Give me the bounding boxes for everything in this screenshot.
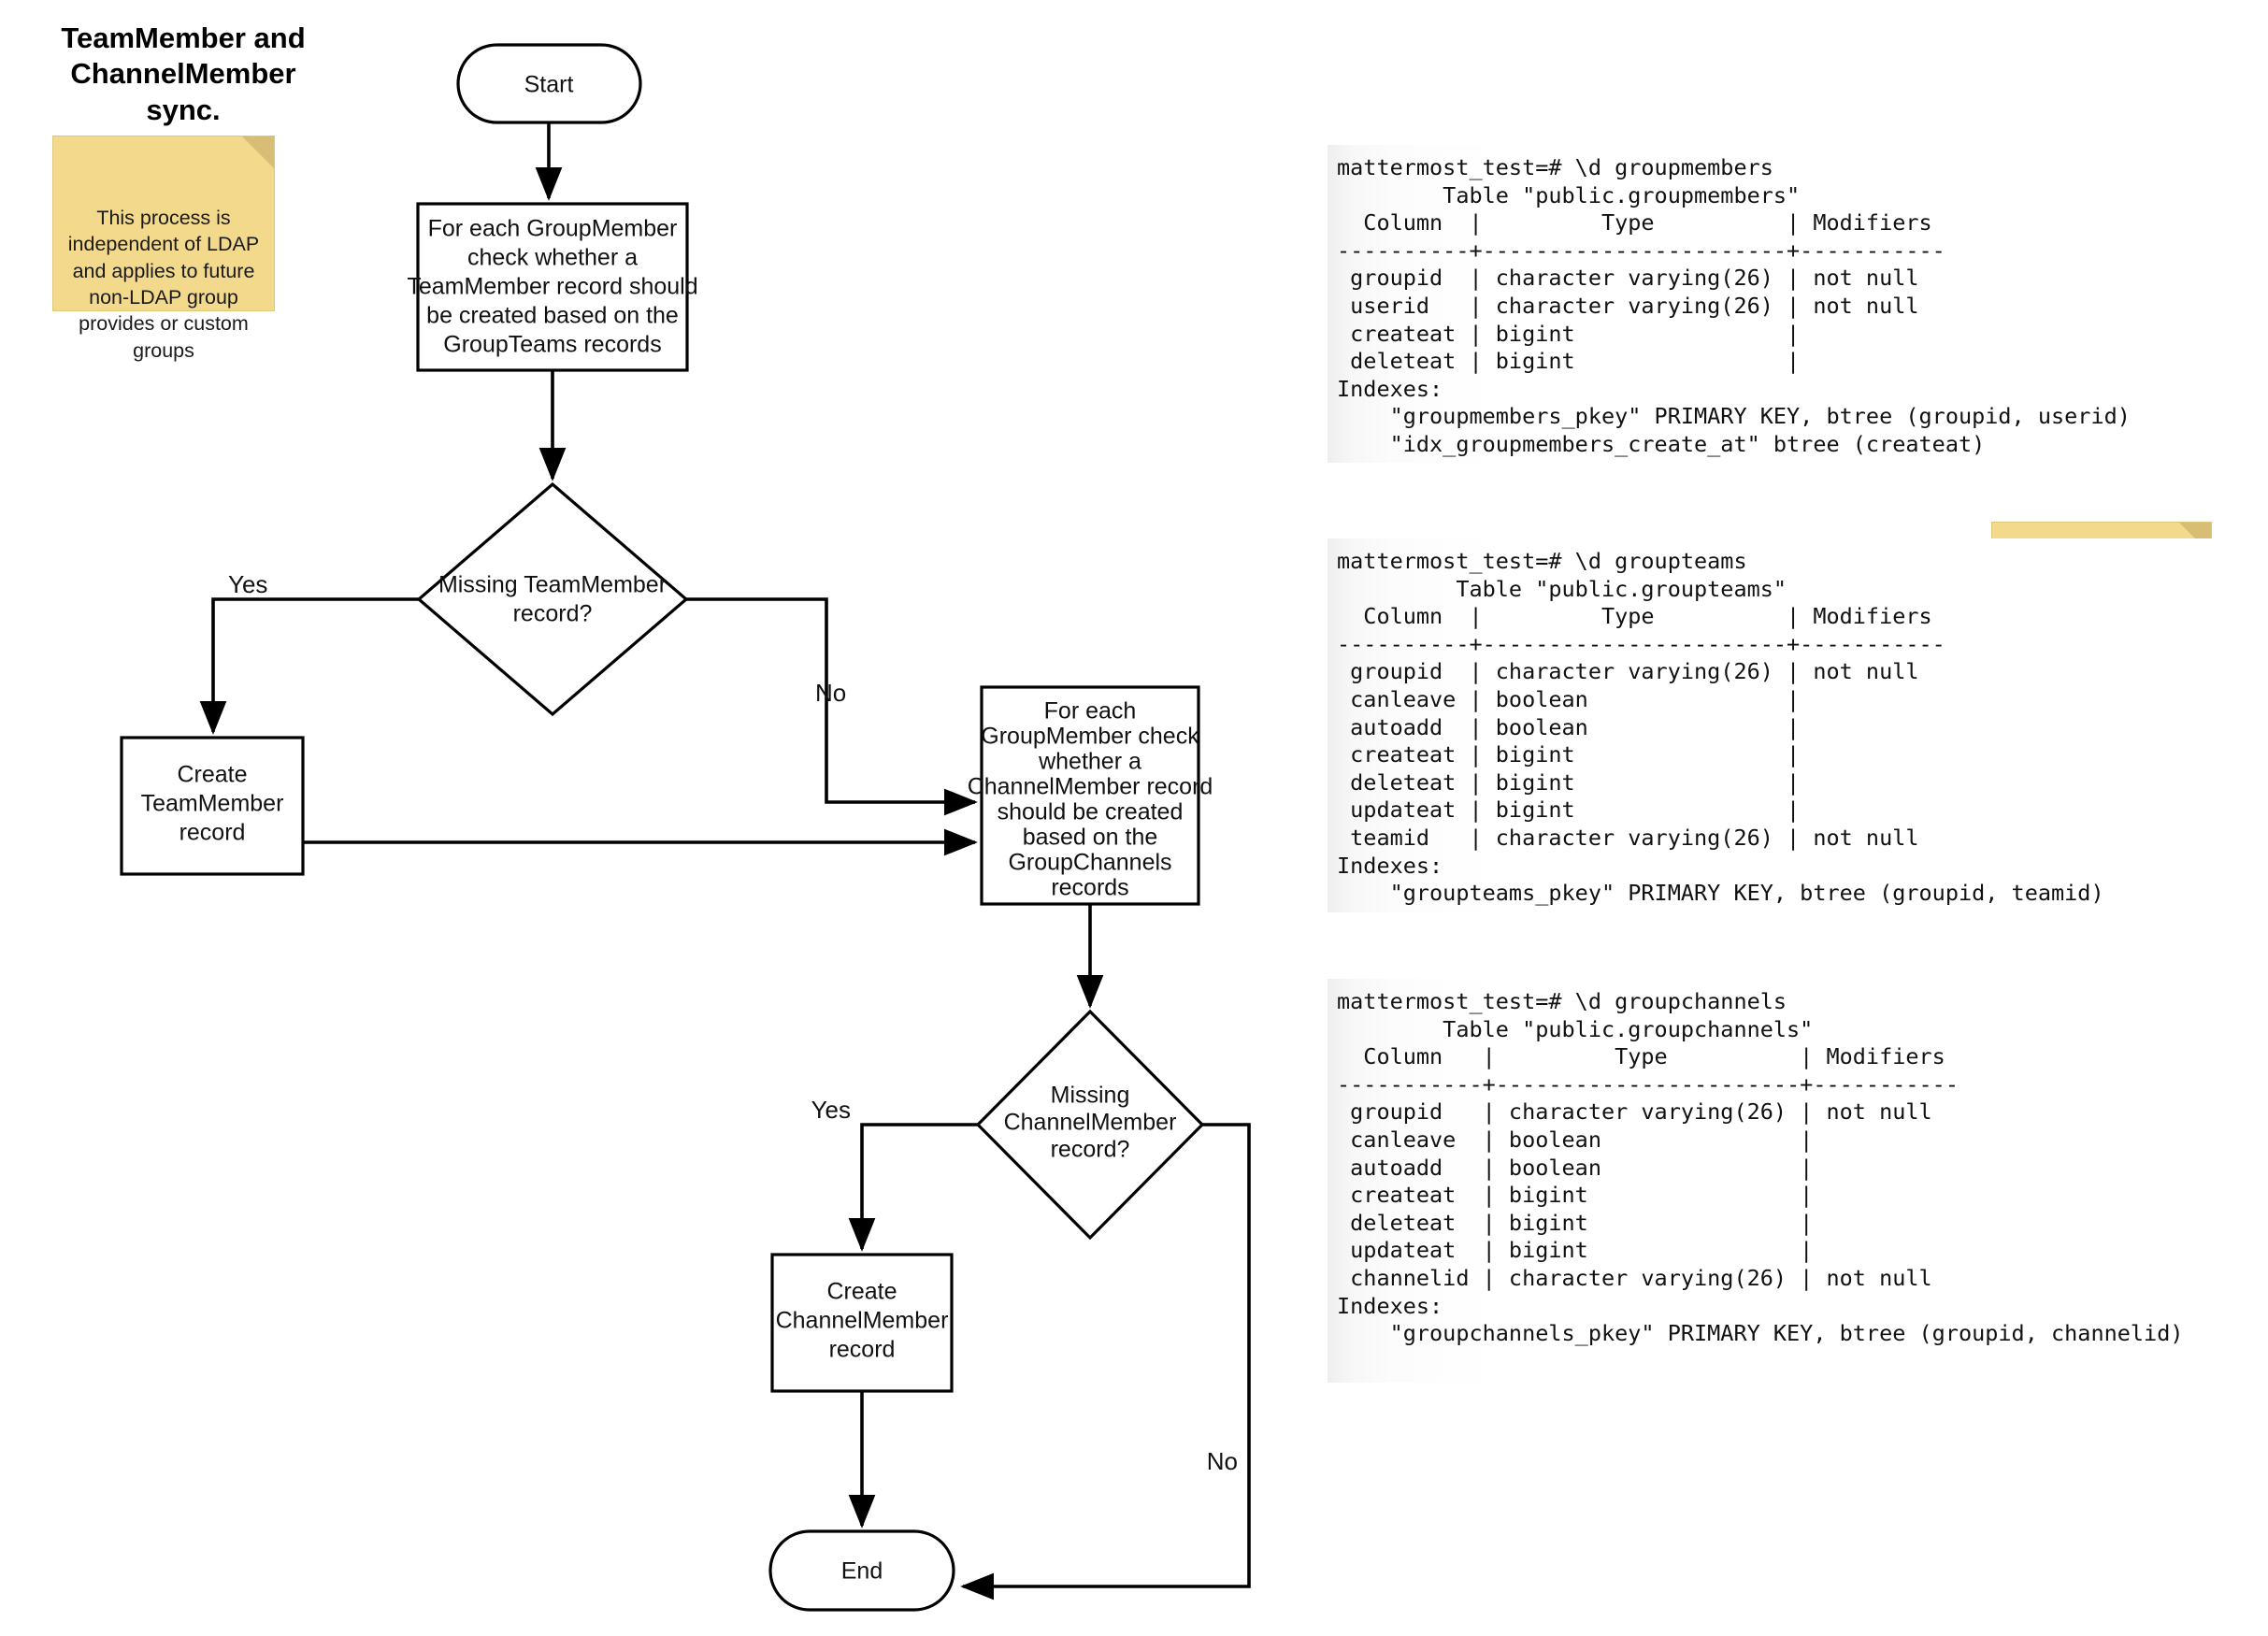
terminal-groupmembers-text: mattermost_test=# \d groupmembers Table … (1337, 154, 2131, 458)
node-check-teammember-label: For each GroupMember (428, 216, 678, 242)
node-missing-channelmember[interactable] (975, 1009, 1205, 1241)
svg-text:GroupChannels: GroupChannels (1008, 850, 1171, 876)
svg-text:record?: record? (1051, 1137, 1130, 1163)
note-ldap: This process is independent of LDAP and … (52, 136, 275, 362)
svg-text:ChannelMember: ChannelMember (776, 1308, 949, 1334)
edge-teammember-no (686, 597, 978, 816)
svg-text:ChannelMember: ChannelMember (1004, 1110, 1177, 1136)
note-fold-corner-icon (242, 136, 274, 168)
svg-text:ChannelMember record: ChannelMember record (968, 774, 1213, 800)
node-missing-teammember-label: Missing TeamMember (438, 572, 667, 598)
svg-text:should be created: should be created (998, 799, 1184, 825)
node-check-channelmember-label: For each (1044, 698, 1137, 725)
edge-channelmember-no (960, 1123, 1251, 1600)
edge-label-teammember-yes: Yes (228, 570, 267, 598)
node-create-channelmember-label: Create (826, 1279, 897, 1305)
node-end[interactable] (768, 1529, 955, 1612)
page-title: TeamMember and ChannelMember sync. (61, 22, 306, 126)
node-missing-channelmember-label: Missing (1051, 1083, 1130, 1109)
svg-text:be created based on the: be created based on the (426, 303, 679, 329)
svg-text:whether a: whether a (1038, 749, 1141, 775)
terminal-groupchannels: mattermost_test=# \d groupchannels Table… (1328, 979, 2253, 1383)
flowchart: Start For each GroupMember check whether… (120, 43, 1251, 1612)
edge-label-teammember-no: No (815, 679, 846, 707)
svg-text:GroupTeams records: GroupTeams records (443, 332, 661, 358)
svg-text:TeamMember: TeamMember (141, 791, 284, 817)
edge-label-channelmember-no: No (1207, 1447, 1238, 1475)
node-check-teammember[interactable] (416, 202, 689, 372)
terminal-groupchannels-text: mattermost_test=# \d groupchannels Table… (1337, 988, 2184, 1347)
svg-text:record?: record? (513, 601, 593, 627)
svg-text:check whether a: check whether a (467, 245, 638, 271)
node-start-label: Start (524, 72, 574, 98)
edge-teammember-yes (199, 597, 419, 735)
node-end-label: End (841, 1558, 883, 1585)
svg-text:records: records (1051, 875, 1128, 901)
svg-text:record: record (829, 1337, 896, 1363)
svg-text:record: record (179, 820, 246, 846)
terminal-groupteams: mattermost_test=# \d groupteams Table "p… (1328, 538, 2253, 912)
terminal-groupteams-text: mattermost_test=# \d groupteams Table "p… (1337, 548, 2104, 907)
edge-channelmember-yes (848, 1123, 978, 1252)
note-ldap-text: This process is independent of LDAP and … (67, 206, 260, 362)
terminal-groupmembers: mattermost_test=# \d groupmembers Table … (1328, 145, 2253, 463)
svg-text:GroupMember check: GroupMember check (981, 724, 1199, 750)
node-create-teammember[interactable] (120, 736, 305, 876)
node-create-teammember-label: Create (177, 762, 247, 788)
svg-text:TeamMember record should: TeamMember record should (407, 274, 697, 300)
edge-label-channelmember-yes: Yes (811, 1096, 851, 1124)
svg-text:based on the: based on the (1023, 825, 1158, 851)
node-missing-teammember[interactable] (416, 481, 689, 717)
